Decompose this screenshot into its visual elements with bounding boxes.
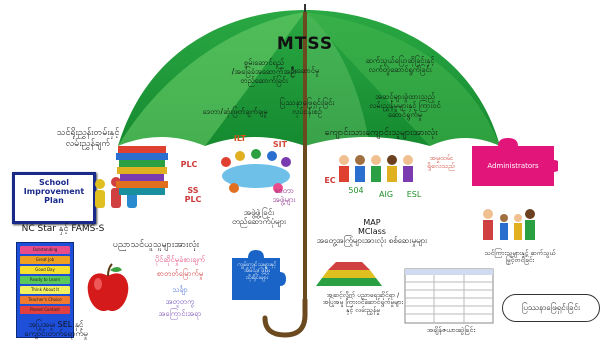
team-label: SIT [272,140,288,149]
behavior-row: Ready to Learn [20,276,70,284]
umbrella-segment: စွမ်းဆောင်ရည် /အခြေခံအဆောက်အဦး တည်ဆောက်ခ… [231,58,297,85]
umbrella-fold [118,12,305,146]
sel-title: အပြုအမူ၊ SEL နှင့် ကျောင်းတက်ရောက်မှု [24,320,88,339]
administrators-puzzle-icon [472,138,558,186]
umbrella-segment: ပြဿနာဖြေရှင်းခြင်း လုပ်ငန်းစဉ် [279,98,335,116]
behavior-row: Good Day [20,266,70,274]
team-label: SS PLC [184,186,202,205]
family-icon [483,209,535,240]
instruction-item: စာတတ်မြောက်မှု [156,269,204,278]
behavior-row: Teacher's Choice [20,296,70,304]
umbrella-segment: ဦးဆောင်မှု [290,66,320,75]
behavior-row: Parent Contact [20,306,70,314]
problem-solving-bubble: ပြဿနာဖြေရှင်းခြင်း [502,294,600,322]
team-label: ILT [233,134,247,143]
umbrella-title: MTSS [276,34,334,54]
student-group: ESL [406,190,422,199]
plan-label: School Improvement Plan [23,178,85,205]
curriculum-title: သင်ရိုးညွှန်းတမ်းနှင့် လမ်းညွှန်ချက် [56,128,120,149]
schedule-sheet-icon [404,268,494,324]
apple-icon [87,263,129,312]
puzzle-piece-icon [232,250,286,300]
instruction-item: အကြောင်းအရာ [158,309,202,318]
puzzle-text: ကျွမ်းကျင်သူများနှင့် အိမ်သူ/ ဖွံ့ဖြိုး … [237,262,277,281]
students-title: ကျောင်းသားကျောင်းသူများအားလုံး [324,128,438,138]
umbrella-fold [305,12,370,146]
behavior-row: Think About It [20,286,70,294]
team-label: ဒေတာ အဖွဲ့များ [272,186,296,205]
student-group: အမှုထမ်း ရှိလေသည် [427,154,455,171]
admin-label: Administrators [487,162,539,170]
umbrella-hook [262,297,308,338]
family-caption: သင်ကြားသူများနှင့် ဆက်သွယ် မြှင့်တင်ခြင်… [484,249,556,265]
school-improvement-plan-logo: School Improvement Plan [12,172,96,224]
student-group: EC [324,176,336,185]
instruction-item: ပိုင်ဆိုင်မှုခံစားချက် [154,255,206,264]
team-caption: အဖွဲ့ဖွဲ့ခြင်း တည်ဆောက်ပုံများ [231,208,287,227]
behavior-row: Great Job [20,256,70,264]
pyramid-caption: အဆင့်လိုက် ပညာရေးဆိုင်ရာ / အပြုအမူ ကြားဝ… [322,291,404,314]
books-stack-icon [116,146,168,195]
nc-star-label: NC Star နှင့် FAMS-S [21,224,105,234]
team-label: PLC [180,160,198,169]
students-group-icon [339,155,413,182]
behavior-row: Outstanding [20,246,70,254]
tiered-pyramid-icon [316,262,382,286]
umbrella-fold [305,12,500,146]
instruction-title: ပညာသင်ယူသူများအားလုံး [112,240,200,250]
student-group: AIG [378,190,394,199]
behavior-chart: Outstanding Great Job Good Day Ready to … [16,242,74,338]
student-group: 504 [348,186,364,195]
instruction-item: သင်္ချာ [172,285,188,294]
umbrella-segment: ဒေတာ/ဆုံးဖြတ်ချက်ချမှု [202,107,268,116]
team-table-icon [221,149,291,193]
umbrella-segment: အဆင့်များခွဲထားသည့် လမ်းညွှန်မှုများနှင့… [369,92,441,119]
umbrella-segment: ဆက်သွယ်ပြောဆိုခြင်းနှင့် လက်တွဲဆောင်ရွက်… [365,56,435,74]
instruction-item: အတူတကွ [165,297,195,306]
assessment-title: MAP MClass အတွေ့အကြုံများအားလုံး စစ်ဆေးမ… [316,218,428,246]
schedule-caption: အချိန်ဇယားဆွဲခြင်း [426,326,476,334]
